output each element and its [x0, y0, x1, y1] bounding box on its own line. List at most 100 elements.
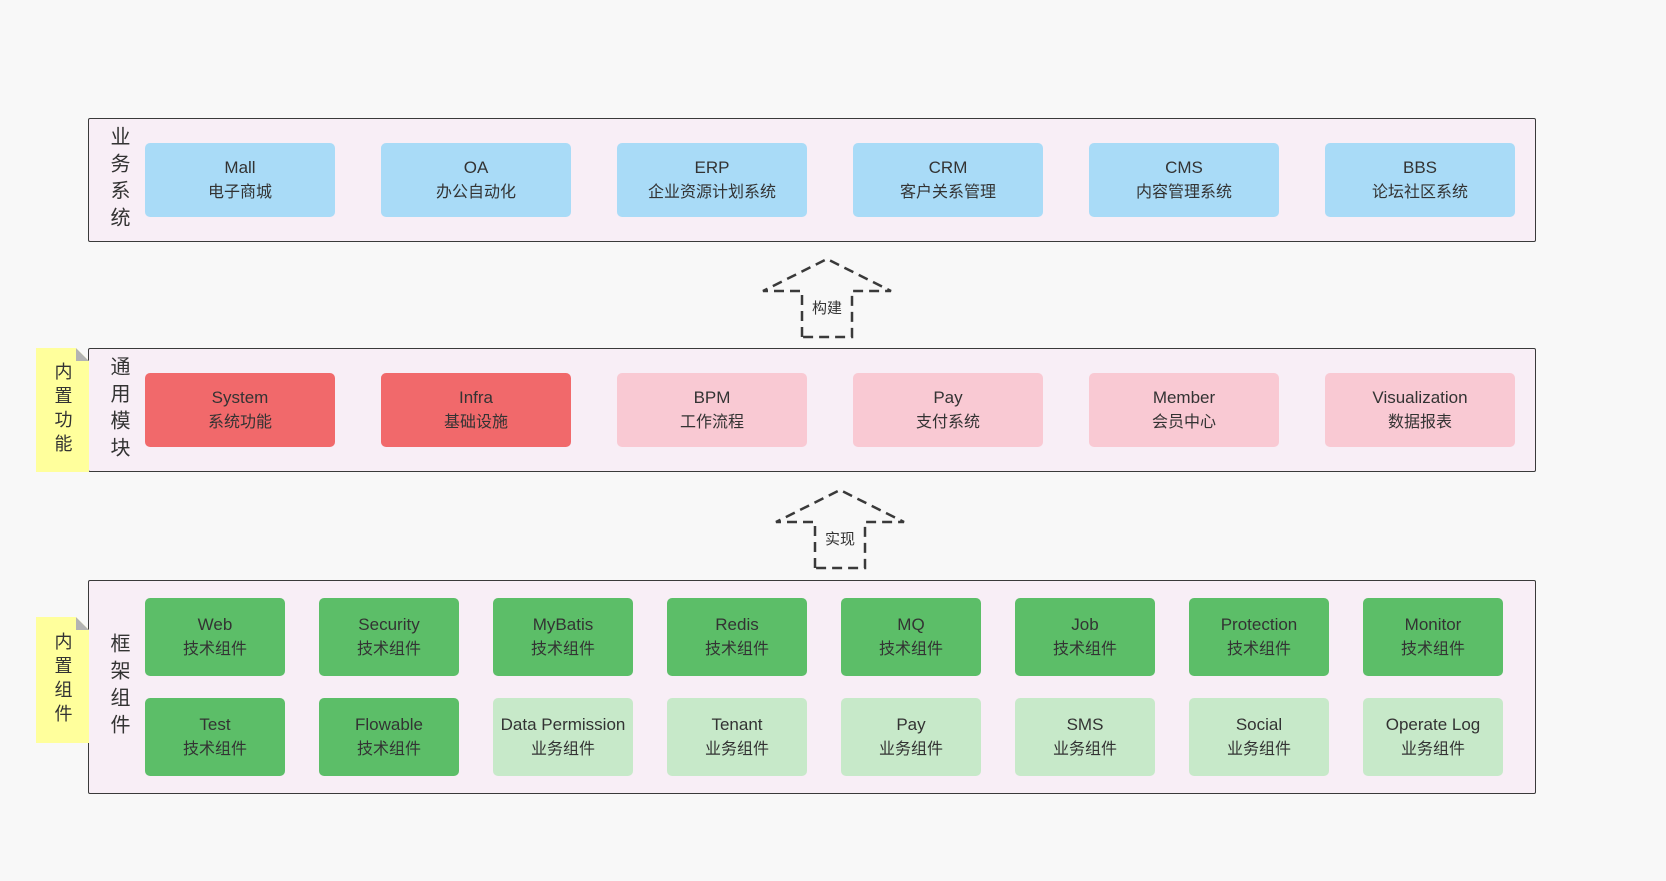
box-title: Infra [458, 388, 494, 408]
box-tenant: Tenant 业务组件 [667, 698, 807, 776]
box-subtitle: 技术组件 [182, 740, 247, 758]
box-subtitle: 技术组件 [878, 640, 943, 658]
box-infra: Infra 基础设施 [381, 373, 571, 447]
box-title: OA [463, 158, 489, 178]
box-title: Job [1071, 615, 1099, 635]
box-title: Visualization [1372, 388, 1468, 408]
box-test: Test 技术组件 [145, 698, 285, 776]
box-protection: Protection 技术组件 [1189, 598, 1329, 676]
box-subtitle: 技术组件 [356, 740, 421, 758]
framework-components-band: 框架组件 Web 技术组件 Security 技术组件 MyBatis 技术组件… [88, 580, 1536, 794]
box-subtitle: 技术组件 [182, 640, 247, 658]
modules-box-row: System 系统功能 Infra 基础设施 BPM 工作流程 Pay 支付系统… [145, 373, 1515, 447]
box-mybatis: MyBatis 技术组件 [493, 598, 633, 676]
box-cms: CMS 内容管理系统 [1089, 143, 1279, 217]
builtin-features-sticky: 内置功能 [36, 348, 89, 472]
builtin-components-sticky: 内置组件 [36, 617, 89, 743]
up-arrow-icon [762, 257, 892, 339]
box-oa: OA 办公自动化 [381, 143, 571, 217]
box-subtitle: 基础设施 [443, 413, 508, 431]
components-band-label: 框架组件 [107, 633, 129, 741]
sticky-fold-icon [76, 348, 89, 361]
components-rows: Web 技术组件 Security 技术组件 MyBatis 技术组件 Redi… [145, 598, 1515, 776]
components-box-row-1: Web 技术组件 Security 技术组件 MyBatis 技术组件 Redi… [145, 598, 1515, 676]
box-pay: Pay 支付系统 [853, 373, 1043, 447]
box-pay-biz: Pay 业务组件 [841, 698, 981, 776]
box-visualization: Visualization 数据报表 [1325, 373, 1515, 447]
box-data-permission: Data Permission 业务组件 [493, 698, 633, 776]
box-title: Web [197, 615, 233, 635]
box-title: Operate Log [1385, 715, 1481, 735]
box-title: SMS [1066, 715, 1104, 735]
box-subtitle: 业务组件 [878, 740, 943, 758]
build-arrow: 构建 [758, 255, 896, 341]
box-title: Pay [933, 388, 963, 408]
box-title: ERP [694, 158, 730, 178]
box-subtitle: 数据报表 [1387, 413, 1452, 431]
box-system: System 系统功能 [145, 373, 335, 447]
box-title: Data Permission [500, 715, 626, 735]
box-subtitle: 会员中心 [1151, 413, 1216, 431]
box-bbs: BBS 论坛社区系统 [1325, 143, 1515, 217]
box-subtitle: 办公自动化 [435, 183, 516, 201]
box-subtitle: 工作流程 [679, 413, 744, 431]
box-subtitle: 电子商城 [207, 183, 272, 201]
business-box-row: Mall 电子商城 OA 办公自动化 ERP 企业资源计划系统 CRM 客户关系… [145, 143, 1515, 217]
box-title: CRM [928, 158, 968, 178]
box-security: Security 技术组件 [319, 598, 459, 676]
box-title: MyBatis [532, 615, 594, 635]
box-crm: CRM 客户关系管理 [853, 143, 1043, 217]
up-arrow-icon [775, 488, 905, 570]
implement-arrow-label: 实现 [821, 528, 859, 549]
box-subtitle: 客户关系管理 [899, 183, 996, 201]
modules-band-label: 通用模块 [107, 356, 129, 464]
business-band-label: 业务系统 [107, 126, 129, 234]
box-subtitle: 业务组件 [1052, 740, 1117, 758]
box-subtitle: 支付系统 [915, 413, 980, 431]
box-social: Social 业务组件 [1189, 698, 1329, 776]
box-title: Tenant [711, 715, 763, 735]
implement-arrow: 实现 [771, 486, 909, 572]
box-title: Social [1235, 715, 1283, 735]
box-erp: ERP 企业资源计划系统 [617, 143, 807, 217]
components-box-row-2: Test 技术组件 Flowable 技术组件 Data Permission … [145, 698, 1515, 776]
box-operate-log: Operate Log 业务组件 [1363, 698, 1503, 776]
box-subtitle: 技术组件 [356, 640, 421, 658]
box-title: CMS [1165, 158, 1203, 178]
box-subtitle: 内容管理系统 [1135, 183, 1232, 201]
box-subtitle: 业务组件 [530, 740, 595, 758]
box-subtitle: 企业资源计划系统 [647, 183, 776, 201]
builtin-components-label: 内置组件 [52, 632, 73, 728]
box-subtitle: 技术组件 [1226, 640, 1291, 658]
box-subtitle: 业务组件 [1226, 740, 1291, 758]
build-arrow-label: 构建 [808, 297, 846, 318]
box-title: Pay [896, 715, 926, 735]
box-bpm: BPM 工作流程 [617, 373, 807, 447]
box-title: BPM [693, 388, 731, 408]
box-title: Member [1152, 388, 1216, 408]
box-redis: Redis 技术组件 [667, 598, 807, 676]
box-subtitle: 业务组件 [1400, 740, 1465, 758]
box-title: Flowable [354, 715, 424, 735]
box-mall: Mall 电子商城 [145, 143, 335, 217]
builtin-features-label: 内置功能 [52, 362, 73, 458]
box-title: Mall [224, 158, 256, 178]
box-subtitle: 系统功能 [207, 413, 272, 431]
box-title: System [211, 388, 269, 408]
box-flowable: Flowable 技术组件 [319, 698, 459, 776]
business-systems-band: 业务系统 Mall 电子商城 OA 办公自动化 ERP 企业资源计划系统 CRM… [88, 118, 1536, 242]
box-subtitle: 技术组件 [704, 640, 769, 658]
box-member: Member 会员中心 [1089, 373, 1279, 447]
box-title: Monitor [1404, 615, 1462, 635]
box-subtitle: 技术组件 [530, 640, 595, 658]
box-subtitle: 论坛社区系统 [1371, 183, 1468, 201]
box-subtitle: 技术组件 [1052, 640, 1117, 658]
box-title: Security [358, 615, 420, 635]
box-title: Test [199, 715, 231, 735]
box-title: Protection [1220, 615, 1298, 635]
box-title: Redis [715, 615, 759, 635]
box-subtitle: 技术组件 [1400, 640, 1465, 658]
box-sms: SMS 业务组件 [1015, 698, 1155, 776]
box-monitor: Monitor 技术组件 [1363, 598, 1503, 676]
